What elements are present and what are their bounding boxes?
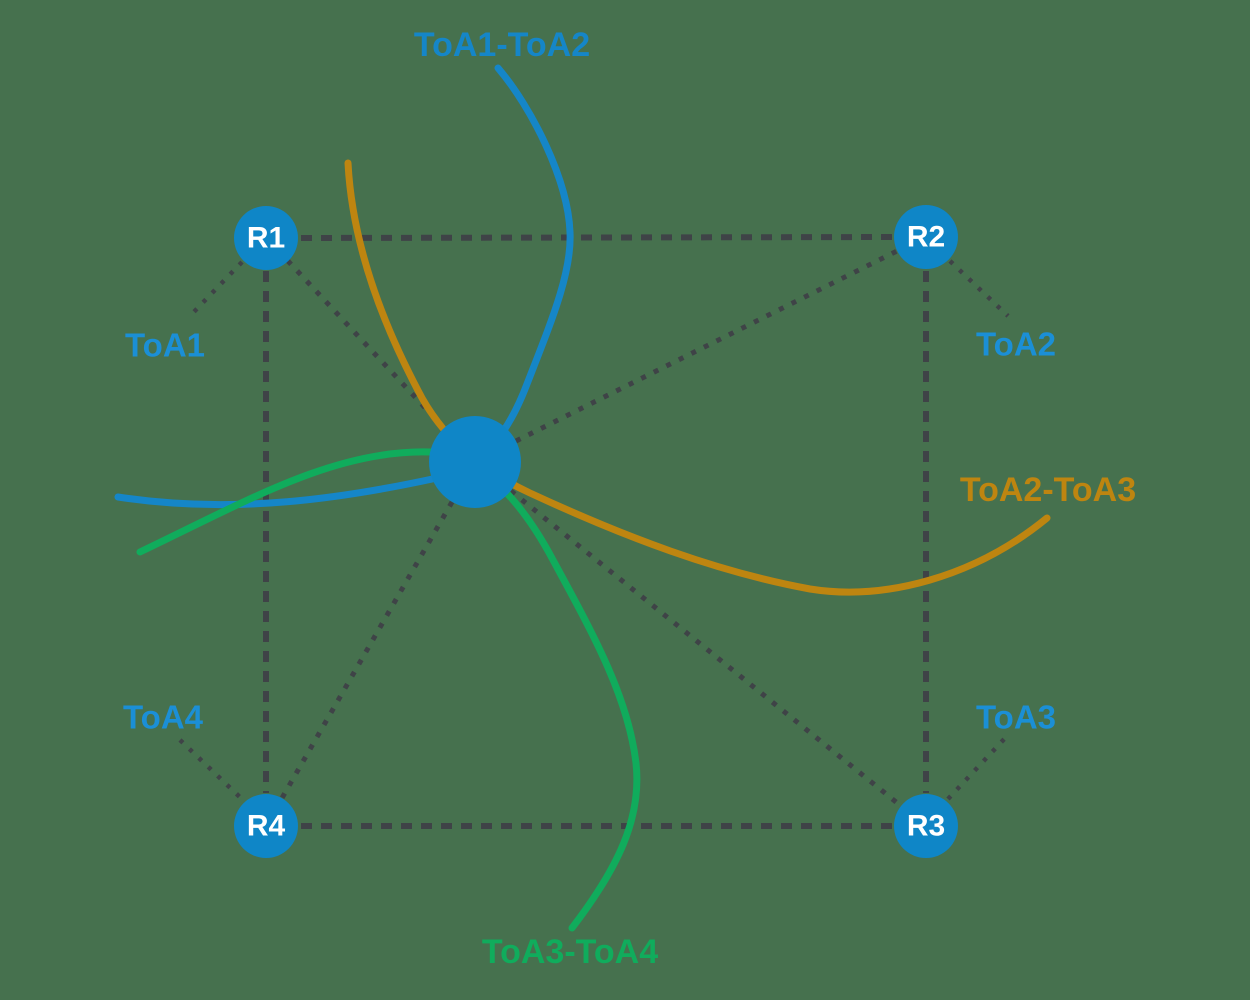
anchor-labels: ToA1 ToA2 ToA3 ToA4 [123, 326, 1056, 736]
curve-toa3-toa4 [136, 448, 641, 932]
edge-r3-toa3 [946, 733, 1010, 801]
node-r3[interactable] [894, 794, 958, 858]
edge-hub-r3 [509, 489, 903, 808]
label-toa1: ToA1 [125, 327, 205, 364]
node-r1[interactable] [234, 206, 298, 270]
measurement-curves [114, 64, 1051, 932]
node-r4[interactable] [234, 794, 298, 858]
curve-toa2-toa3 [344, 159, 1051, 596]
dotted-edges [178, 234, 1010, 829]
node-r2-label: R2 [907, 221, 945, 254]
edge-hub-r1 [286, 259, 446, 430]
edge-hub-r2 [514, 248, 899, 444]
node-r1-label: R1 [247, 222, 285, 255]
node-r3-label: R3 [907, 810, 945, 843]
hub-node[interactable] [429, 416, 521, 508]
edge-hub-r4 [279, 500, 455, 800]
edge-r2-toa2 [948, 259, 1010, 318]
edge-r1-r2 [300, 234, 894, 241]
node-r4-label: R4 [247, 810, 286, 843]
edge-r1-toa1 [186, 260, 244, 320]
curve-toa1-toa2 [114, 64, 574, 509]
curve-labels: ToA1-ToA2 ToA2-ToA3 ToA3-ToA4 [414, 26, 1136, 971]
label-toa3: ToA3 [976, 699, 1056, 736]
nodes: R1 R2 R3 R4 [234, 205, 958, 858]
edge-r4-toa4 [178, 738, 246, 803]
label-toa3-toa4: ToA3-ToA4 [482, 933, 658, 971]
node-r2[interactable] [894, 205, 958, 269]
label-toa1-toa2: ToA1-ToA2 [414, 26, 590, 64]
label-toa2: ToA2 [976, 326, 1056, 363]
label-toa4: ToA4 [123, 699, 204, 736]
label-toa2-toa3: ToA2-ToA3 [960, 471, 1136, 509]
